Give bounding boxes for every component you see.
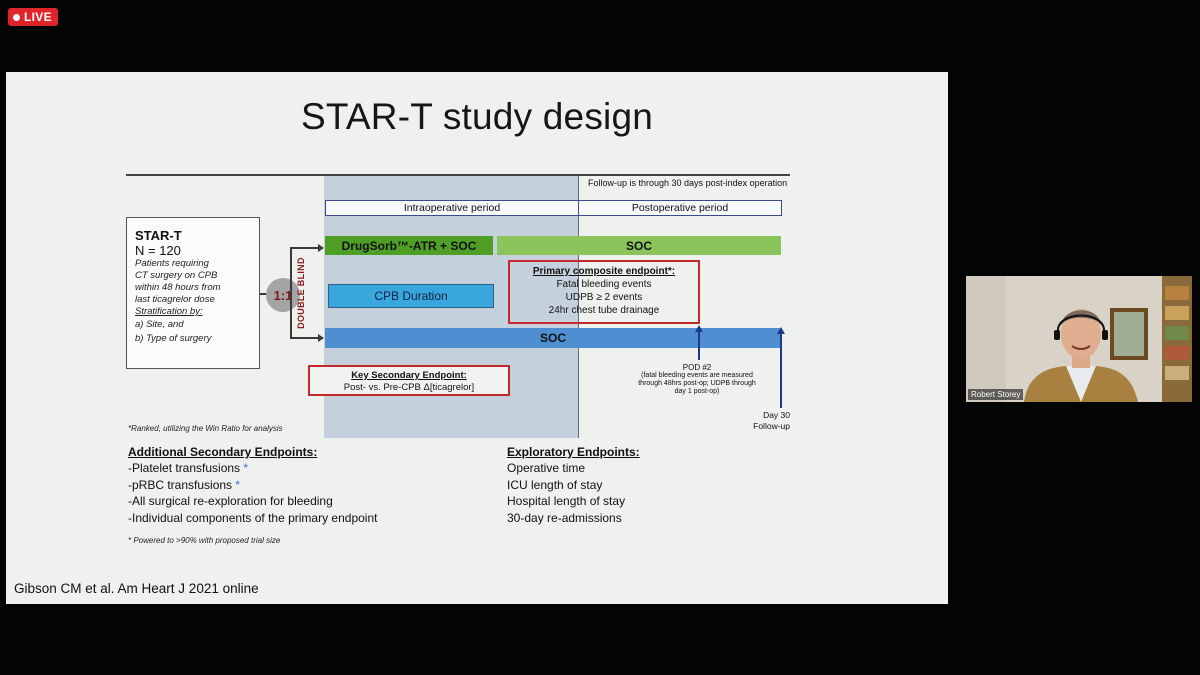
arm-arrow-icon — [318, 334, 324, 342]
day30-line: Day 30 — [763, 410, 790, 420]
cpb-duration-bar: CPB Duration — [328, 284, 494, 308]
study-name: STAR-T — [135, 228, 182, 243]
secondary-endpoint-item: -All surgical re-exploration for bleedin… — [128, 494, 333, 508]
primary-endpoint-box: Primary composite endpoint*: Fatal bleed… — [508, 260, 700, 324]
pod2-arrow-icon — [695, 325, 703, 332]
live-badge: LIVE — [8, 8, 58, 26]
stratum-item: a) Site, and — [135, 319, 184, 330]
exploratory-endpoint-item: Operative time — [507, 461, 586, 475]
primary-endpoint-item: 24hr chest tube drainage — [548, 305, 660, 316]
randomization-ratio: 1:1 — [266, 278, 300, 312]
exploratory-endpoint-item: Hospital length of stay — [507, 494, 626, 508]
connector-line — [260, 293, 268, 295]
postoperative-period-label: Postoperative period — [578, 200, 782, 216]
criteria-line: CT surgery on CPB — [135, 270, 218, 281]
participant-video-frame — [966, 276, 1192, 402]
additional-secondary-heading: Additional Secondary Endpoints: — [128, 445, 318, 459]
slide-title: STAR-T study design — [300, 96, 653, 137]
exploratory-heading: Exploratory Endpoints: — [507, 445, 640, 459]
arm-bracket — [290, 247, 292, 338]
exploratory-endpoint-item: ICU length of stay — [507, 477, 603, 492]
arm-bracket-top — [290, 247, 322, 249]
exploratory-endpoints: Exploratory Endpoints: Operative time IC… — [507, 444, 640, 526]
stratum-item: b) Type of surgery — [135, 333, 212, 344]
star-t-box: STAR-T N = 120 Patients requiring CT sur… — [126, 217, 260, 369]
intraoperative-period-label: Intraoperative period — [325, 200, 579, 216]
soc-control-bar: SOC — [325, 328, 781, 348]
criteria-line: last ticagrelor dose — [135, 294, 215, 305]
secondary-endpoint-item: -pRBC transfusions * — [128, 477, 241, 492]
arm-bracket-bottom — [290, 337, 322, 339]
stratification-label: Stratification by: — [135, 306, 203, 317]
key-secondary-text: Post- vs. Pre-CPB Δ[ticagrelor] — [343, 382, 475, 393]
sample-size: N = 120 — [135, 243, 181, 258]
timeline-top-rule — [126, 174, 790, 176]
pod2-arrow-line — [698, 332, 700, 360]
drugsorb-arm-bar: DrugSorb™-ATR + SOC — [325, 236, 493, 255]
secondary-endpoint-item: -Individual components of the primary en… — [128, 510, 378, 525]
period-divider — [578, 176, 579, 438]
day30-line: Follow-up — [753, 421, 790, 431]
criteria-line: within 48 hours from — [135, 282, 221, 293]
primary-endpoint-heading: Primary composite endpoint*: — [532, 266, 676, 277]
presentation-slide: STAR-T study design Follow-up is through… — [6, 72, 948, 604]
pod2-title: POD #2 — [682, 363, 712, 372]
arm-arrow-icon — [318, 244, 324, 252]
citation: Gibson CM et al. Am Heart J 2021 online — [14, 581, 259, 596]
live-label: LIVE — [24, 10, 52, 24]
day30-annotation: Day 30 Follow-up — [738, 410, 790, 432]
exploratory-endpoint-item: 30-day re-admissions — [507, 510, 622, 525]
primary-endpoint-item: Fatal bleeding events — [556, 279, 652, 290]
day30-arrow-line — [780, 334, 782, 408]
criteria-line: Patients requiring — [135, 258, 209, 269]
primary-endpoint-item: UDPB ≥ 2 events — [565, 292, 643, 303]
additional-secondary-endpoints: Additional Secondary Endpoints: -Platele… — [128, 444, 377, 526]
key-secondary-heading: Key Secondary Endpoint: — [351, 370, 467, 381]
live-dot-icon — [13, 13, 20, 21]
key-secondary-endpoint-box: Key Secondary Endpoint: Post- vs. Pre-CP… — [308, 365, 510, 396]
pod2-annotation: POD #2 (fatal bleeding events are measur… — [632, 364, 762, 396]
participant-video-tile[interactable]: Robert Storey — [966, 276, 1192, 402]
secondary-endpoint-item: -Platelet transfusions * — [128, 461, 249, 475]
followup-note: Follow-up is through 30 days post-index … — [588, 178, 788, 188]
powered-note: * Powered to >90% with proposed trial si… — [128, 536, 281, 545]
pod2-note: (fatal bleeding events are measured thro… — [638, 372, 756, 395]
soc-postop-bar: SOC — [497, 236, 781, 255]
participant-name: Robert Storey — [968, 389, 1024, 400]
ranked-note: *Ranked, utilizing the Win Ratio for ana… — [128, 424, 283, 433]
day30-arrow-icon — [777, 327, 785, 334]
